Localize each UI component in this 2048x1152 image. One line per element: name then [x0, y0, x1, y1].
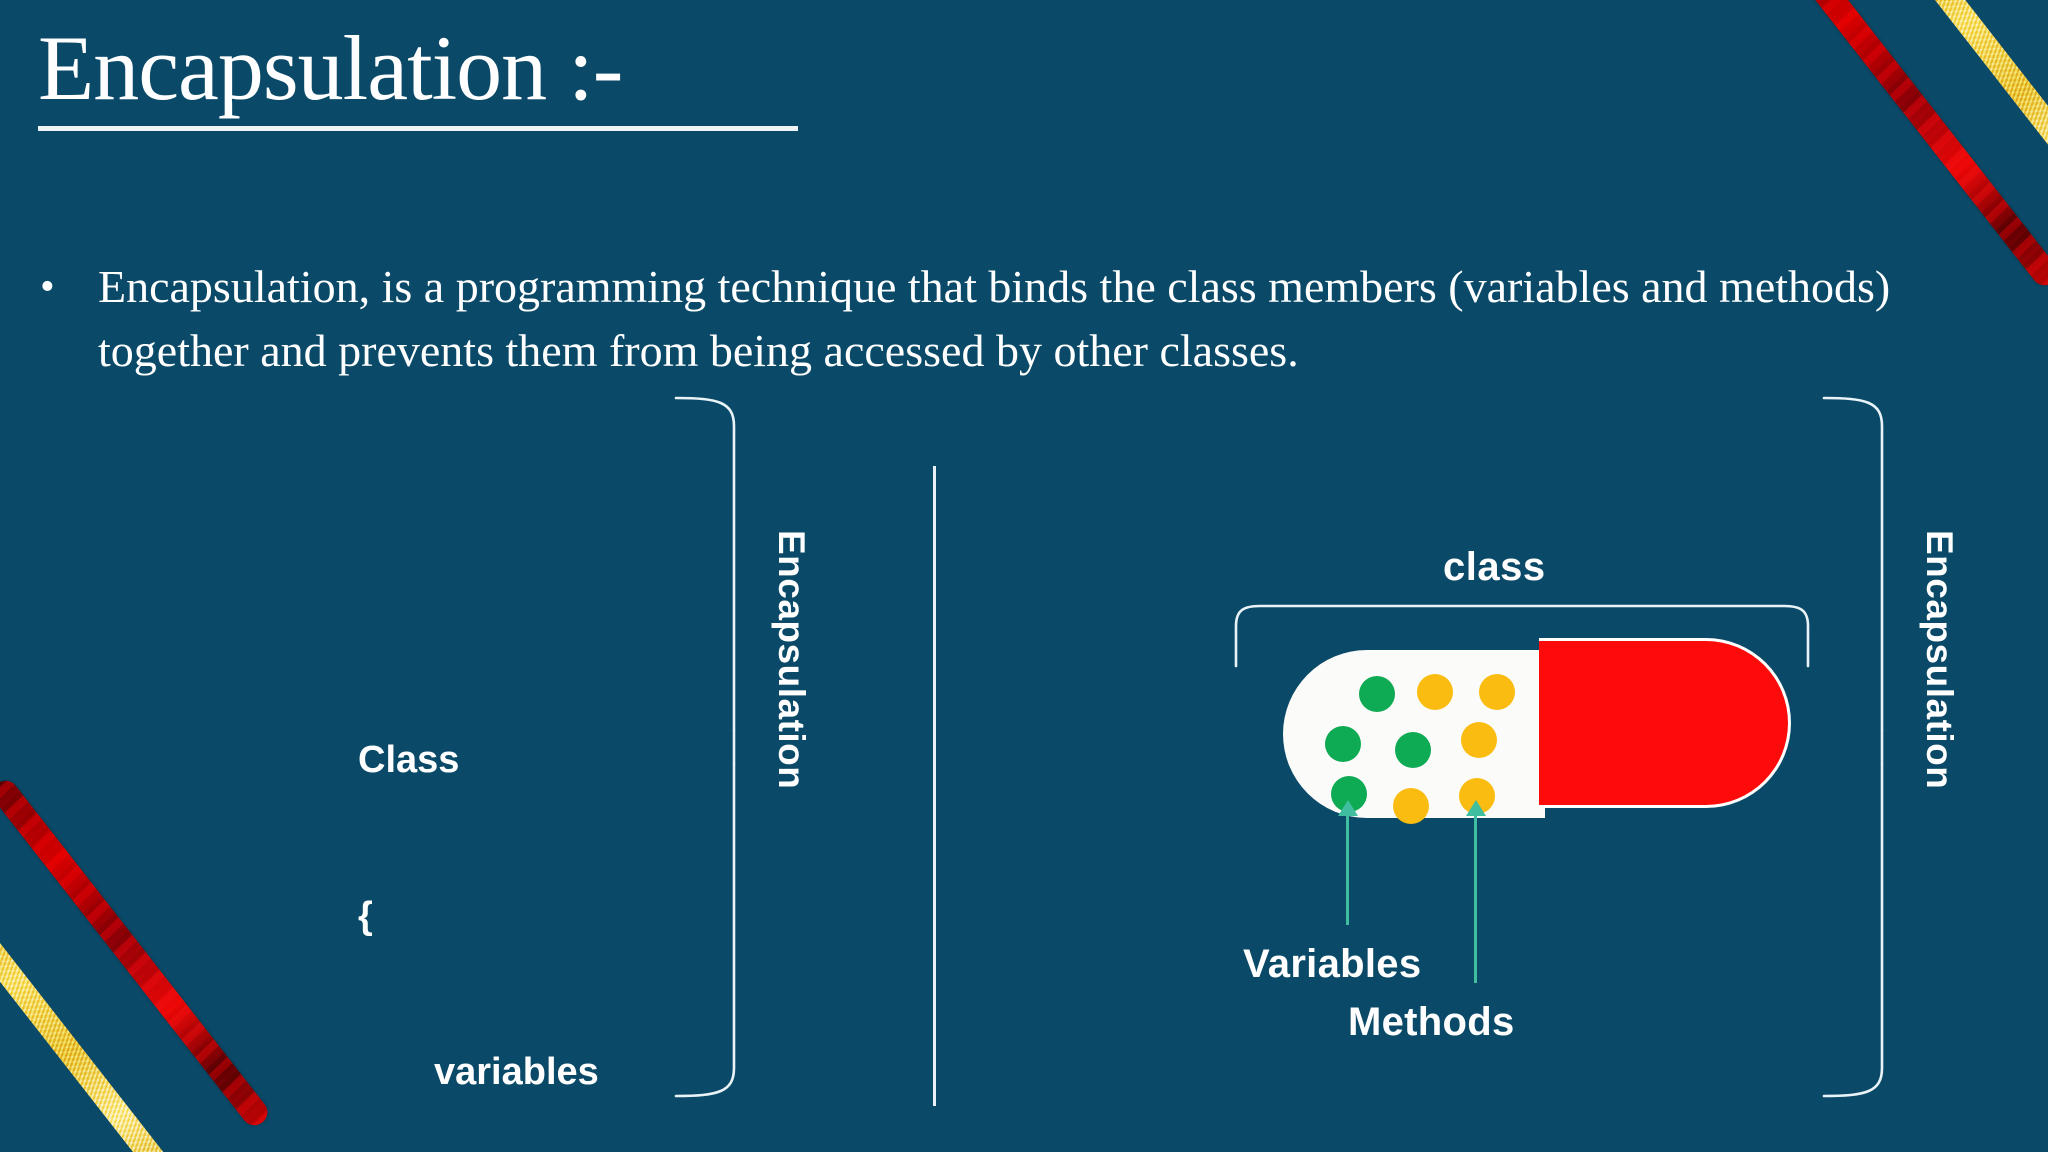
methods-arrow-line [1474, 813, 1477, 983]
method-dot [1479, 674, 1515, 710]
decorative-streamer-gold-bottom-left [0, 902, 191, 1152]
code-line-class: Class [358, 739, 460, 781]
class-label: class [1443, 545, 1546, 589]
left-encapsulation-bracket [674, 396, 736, 1098]
right-encapsulation-bracket [1822, 396, 1884, 1098]
page-title: Encapsulation :- [38, 17, 623, 119]
center-divider [933, 466, 936, 1106]
methods-callout-label: Methods [1348, 1000, 1515, 1044]
variable-dot [1359, 676, 1395, 712]
title-underline-rule [38, 126, 798, 131]
variables-callout-label: Variables [1243, 942, 1422, 986]
class-top-bracket [1234, 604, 1810, 668]
variables-arrow-line [1346, 813, 1349, 925]
methods-arrow-head [1466, 800, 1486, 816]
capsule-right-half-red [1539, 638, 1791, 808]
decorative-streamer-red-top-right [1777, 0, 2048, 291]
bullet-marker: • [40, 264, 55, 310]
method-dot [1417, 674, 1453, 710]
variables-arrow-head [1338, 800, 1358, 816]
right-encapsulation-label: Encapsulation [1919, 530, 1960, 790]
method-dot [1461, 722, 1497, 758]
capsule-diagram [1283, 638, 1791, 824]
title-block: Encapsulation :- [38, 22, 798, 131]
class-code-block: Class { variables + Methods } [358, 630, 599, 1152]
code-line-open-brace: { [358, 895, 373, 937]
code-line-variables: variables [434, 1051, 599, 1093]
method-dot [1393, 788, 1429, 824]
body-block: • Encapsulation, is a programming techni… [40, 255, 1945, 383]
variable-dot [1325, 726, 1361, 762]
left-encapsulation-label: Encapsulation [771, 530, 812, 790]
bullet-paragraph: Encapsulation, is a programming techniqu… [98, 261, 1891, 376]
variable-dot [1395, 732, 1431, 768]
decorative-streamer-red-bottom-left [0, 775, 273, 1131]
